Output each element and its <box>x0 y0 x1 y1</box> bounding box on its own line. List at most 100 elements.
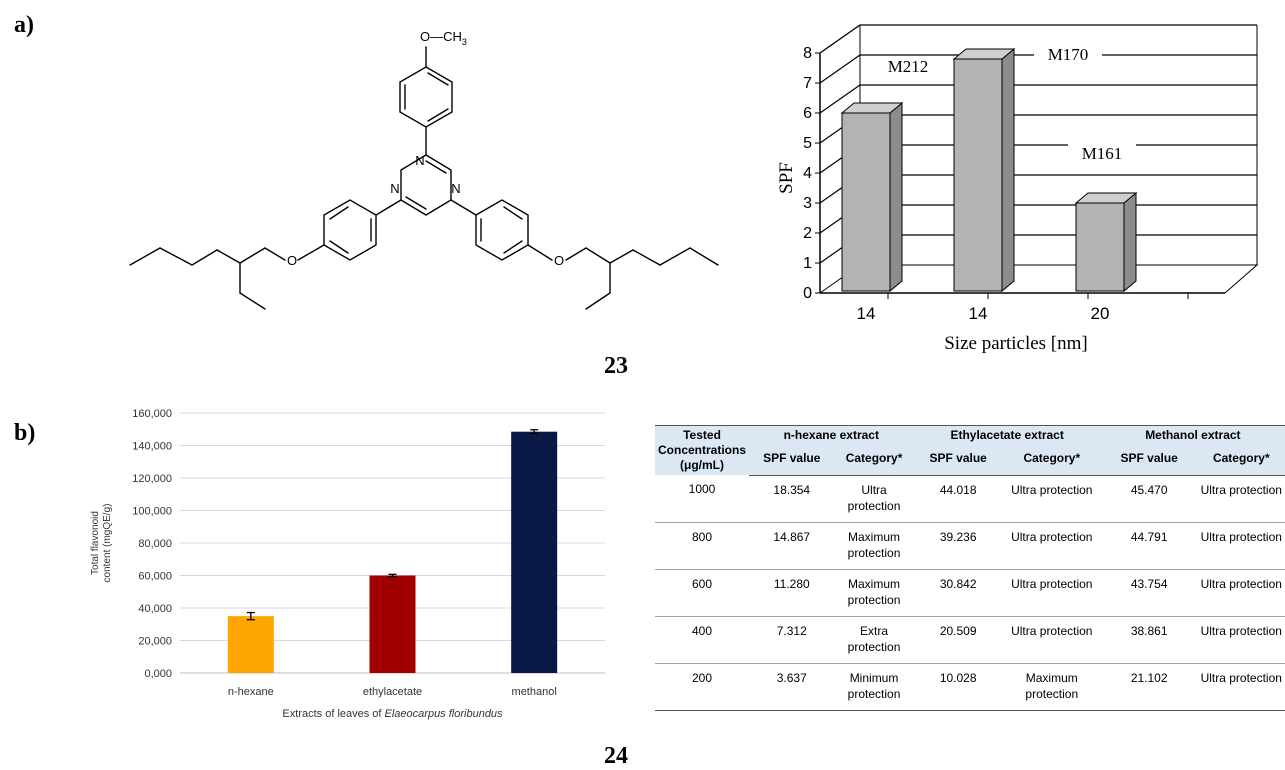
triazine-structure: O—CH3 N N N O O <box>129 29 719 310</box>
cell-category: Ultra protection <box>1002 475 1101 523</box>
header-category: Category* <box>1002 449 1101 476</box>
cell-concentration: 400 <box>655 616 750 664</box>
x-tick-label: 14 <box>857 304 876 323</box>
cell-spf: 3.637 <box>749 663 835 711</box>
y-tick-label: 8 <box>803 45 812 62</box>
cell-spf: 20.509 <box>913 616 1003 664</box>
cell-spf: 45.470 <box>1100 475 1198 523</box>
bar-label: M212 <box>888 57 929 76</box>
cell-category: Ultra protection <box>1002 522 1101 570</box>
compound-number-23: 23 <box>604 353 628 379</box>
bar-label-bg <box>1034 44 1102 66</box>
bar <box>953 58 1003 292</box>
right-benzene-ring <box>475 199 529 261</box>
flavonoid-bar-chart: 0,00020,00040,00060,00080,000100,000120,… <box>90 408 605 720</box>
cell-spf: 39.236 <box>913 522 1003 570</box>
bar-label: M170 <box>1048 45 1089 64</box>
cell-spf: 11.280 <box>749 569 835 617</box>
methoxy-label: O—CH3 <box>420 29 467 47</box>
cell-category: Maximum protection <box>834 522 914 570</box>
atom-o-left: O <box>287 253 297 268</box>
bar <box>841 112 891 292</box>
header-spf-value: SPF value <box>749 449 835 476</box>
triazine-ring <box>400 154 452 216</box>
spf-table: Tested Concentrations (μg/mL) n-hexane e… <box>655 425 1285 711</box>
y-tick-label: 120,000 <box>132 473 172 485</box>
bar <box>227 616 274 673</box>
table-row: 1000 18.354 Ultra protection 44.018 Ultr… <box>655 475 1285 523</box>
y-tick-label: 3 <box>803 195 812 212</box>
gridline <box>819 54 1257 84</box>
cell-spf: 44.791 <box>1100 522 1198 570</box>
bar <box>369 575 416 673</box>
header-methanol: Methanol extract <box>1100 425 1285 450</box>
cell-concentration: 1000 <box>655 475 750 523</box>
header-category: Category* <box>1197 449 1285 476</box>
y-axis-label: Total flavonoidcontent (mgQE/g) <box>90 504 113 583</box>
x-tick-label: ethylacetate <box>363 686 422 698</box>
bar-side <box>1001 47 1015 293</box>
cell-spf: 30.842 <box>913 569 1003 617</box>
y-tick-label: 0 <box>803 285 812 302</box>
top-benzene-ring <box>399 66 453 128</box>
header-n-hexane: n-hexane extract <box>749 425 914 450</box>
y-tick-label: 5 <box>803 135 812 152</box>
header-tested: Tested Concentrations (μg/mL) <box>655 425 750 475</box>
cell-spf: 10.028 <box>913 663 1003 711</box>
atom-n1: N <box>415 153 424 168</box>
x-tick-label: 14 <box>969 304 988 323</box>
bar-label: M161 <box>1082 144 1123 163</box>
cell-spf: 14.867 <box>749 522 835 570</box>
cell-spf: 18.354 <box>749 475 835 523</box>
y-tick-label: 7 <box>803 75 812 92</box>
y-tick-label: 1 <box>803 255 812 272</box>
cell-concentration: 200 <box>655 663 750 711</box>
x-axis-label: Extracts of leaves of Elaeocarpus florib… <box>282 708 503 720</box>
cell-concentration: 800 <box>655 522 750 570</box>
cell-spf: 44.018 <box>913 475 1003 523</box>
y-tick-label: 4 <box>803 165 812 182</box>
x-axis-label: Size particles [nm] <box>944 333 1088 354</box>
y-tick-label: 0,000 <box>144 668 172 680</box>
y-tick-label: 160,000 <box>132 408 172 420</box>
floor-outline <box>819 264 1259 294</box>
table-row: 800 14.867 Maximum protection 39.236 Ult… <box>655 522 1285 570</box>
header-ethylacetate: Ethylacetate extract <box>913 425 1101 450</box>
panel-label-b: b) <box>14 420 36 446</box>
cell-category: Ultra protection <box>1002 616 1101 664</box>
y-tick-label: 140,000 <box>132 441 172 453</box>
header-spf-value: SPF value <box>1100 449 1198 476</box>
y-tick-label: 20,000 <box>138 636 172 648</box>
x-tick-label: methanol <box>512 686 557 698</box>
gridline <box>819 84 1257 114</box>
cell-category: Ultra protection <box>834 475 914 523</box>
atom-n3: N <box>451 181 460 196</box>
bar-side <box>1123 191 1137 293</box>
cell-category: Minimum protection <box>834 663 914 711</box>
cell-concentration: 600 <box>655 569 750 617</box>
cell-category: Ultra protection <box>1197 569 1285 617</box>
y-axis-label: SPF <box>776 162 797 194</box>
cell-spf: 21.102 <box>1100 663 1198 711</box>
panel-label-a: a) <box>14 12 34 38</box>
y-tick-label: 2 <box>803 225 812 242</box>
table-row: 400 7.312 Extra protection 20.509 Ultra … <box>655 616 1285 664</box>
atom-o-right: O <box>554 253 564 268</box>
y-tick-label: 6 <box>803 105 812 122</box>
left-benzene-ring <box>323 199 377 261</box>
bar-label-bg <box>1068 143 1136 165</box>
cell-category: Ultra protection <box>1197 475 1285 523</box>
cell-category: Extra protection <box>834 616 914 664</box>
y-tick-label: 40,000 <box>138 603 172 615</box>
cell-category: Ultra protection <box>1197 616 1285 664</box>
x-tick-label: 20 <box>1091 304 1110 323</box>
cell-category: Ultra protection <box>1197 522 1285 570</box>
gridline <box>819 24 1257 54</box>
compound-number-24: 24 <box>604 743 628 769</box>
cell-spf: 43.754 <box>1100 569 1198 617</box>
cell-spf: 38.861 <box>1100 616 1198 664</box>
cell-category: Ultra protection <box>1197 663 1285 711</box>
table-row: 600 11.280 Maximum protection 30.842 Ult… <box>655 569 1285 617</box>
header-spf-value: SPF value <box>913 449 1003 476</box>
